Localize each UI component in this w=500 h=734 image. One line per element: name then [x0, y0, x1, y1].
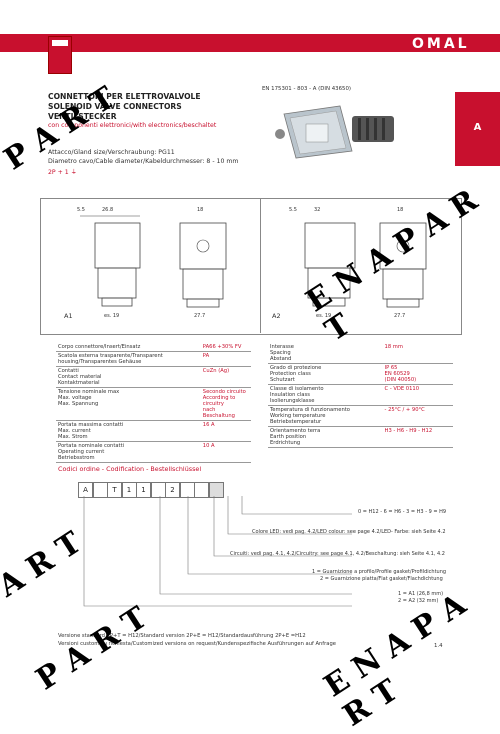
title-en: SOLENOID VALVE CONNECTORS	[48, 102, 182, 111]
standard-label: EN 175301 - 803 - A (DIN 43650)	[262, 86, 352, 92]
drawing-divider	[260, 198, 261, 333]
dim-a2-32: 32	[314, 207, 321, 213]
dim-a2-es19: es. 19	[316, 313, 332, 319]
title-de: VENTILSTECKER	[48, 112, 117, 121]
spec-label: Corpo connettore/Insert/Einsatz	[58, 344, 141, 350]
table-row: Corpo connettore/Insert/Einsatz PA66 +30%…	[56, 343, 251, 352]
dim-a1-es19: es. 19	[104, 313, 120, 319]
code-line-a2: 2 = A2 (32 mm)	[398, 598, 439, 604]
dim-a1-5-5: 5.5	[77, 207, 85, 213]
spec-value: CuZn (Ag)	[202, 368, 230, 374]
code-line-gasket1: 1 = Guarnizione a profilo/Profile gasket…	[312, 569, 447, 575]
drawing-frame	[40, 198, 462, 335]
code-line-earth: 0 = H12 - 6 = H6 - 3 = H3 - 9 = H9	[358, 509, 447, 515]
footer-custom: Versioni custom su richiesta/Customized …	[58, 641, 336, 647]
code-line-circuit: Circuiti: vedi pag. 4.1, 4.2/Circuitry: …	[230, 551, 445, 557]
omal-logo-mark	[48, 36, 72, 74]
brand-name: OMAL	[412, 36, 470, 52]
code-line-a1: 1 = A1 (26,8 mm)	[398, 591, 444, 597]
spec-gland: Attacco/Gland size/Verschraubung: PG11	[48, 149, 175, 156]
dim-a2-18: 18	[397, 207, 404, 213]
code-line-gasket2: 2 = Guarnizione piatta/Flat gasket/Flach…	[320, 576, 443, 582]
section-tab: A	[455, 92, 500, 166]
label-a1: A1	[64, 312, 73, 320]
label-a2: A2	[272, 312, 281, 320]
spec-value: PA66 +30% FV	[202, 344, 242, 350]
dim-a2-27-7: 27.7	[394, 313, 406, 319]
table-row: Scatola esterna trasparente/Transparent …	[56, 352, 251, 367]
title-it: CONNETTORI PER ELETTROVALVOLE	[48, 92, 201, 101]
spec-value: PA	[202, 353, 210, 359]
dim-a2-5-5: 5.5	[289, 207, 297, 213]
footer-standard: Versione standard 2P+T = H12/Standard ve…	[58, 633, 306, 639]
spec-label: Scatola esterna trasparente/Transparent …	[58, 353, 163, 365]
page-number: 1.4	[434, 643, 443, 649]
code-line-led: Colore LED: vedi pag. 4.2/LED colour: se…	[252, 529, 446, 535]
section-tab-letter: A	[473, 122, 482, 133]
spec-value: 16 A	[202, 422, 215, 428]
spec-poles: 2P + 1 ⏚	[48, 169, 77, 176]
spec-value: H3 - H6 - H9 - H12	[384, 428, 433, 434]
connector-photo	[275, 105, 394, 159]
subtitle: con componenti elettronici/with electron…	[48, 122, 217, 129]
code-leader-lines	[83, 496, 352, 607]
dim-a1-18: 18	[197, 207, 204, 213]
spec-value: 10 A	[202, 443, 215, 449]
spec-table-left: Corpo connettore/Insert/Einsatz PA66 +30%…	[56, 343, 251, 463]
code-box	[208, 482, 224, 498]
spec-value: 18 mm	[384, 344, 403, 350]
dim-a1-26-8: 26.8	[102, 207, 114, 213]
spec-value: C - VDE 0110	[384, 386, 420, 392]
technical-drawing	[80, 215, 427, 308]
dim-a1-27-7: 27.7	[194, 313, 206, 319]
codification-title: Codici ordine - Codification - Bestellsc…	[58, 465, 202, 473]
header-bar	[0, 34, 500, 52]
spec-cable: Diametro cavo/Cable diameter/Kabeldurchm…	[48, 158, 239, 165]
spec-value: - 25°C / + 90°C	[384, 407, 425, 413]
